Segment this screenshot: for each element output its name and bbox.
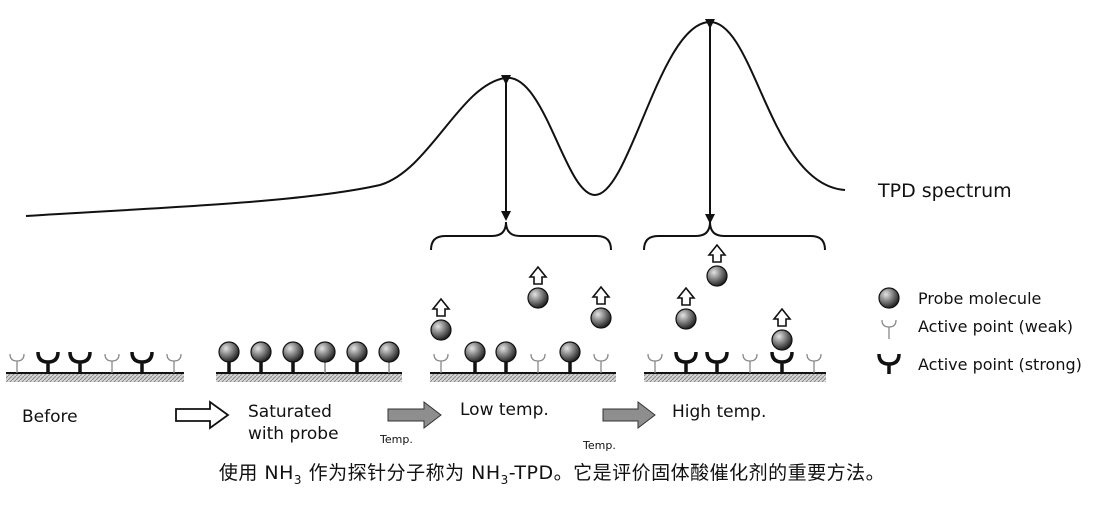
up-arrow-icon (433, 299, 449, 316)
weak-site-icon (105, 354, 119, 373)
legend-strong-label: Active point (strong) (918, 355, 1082, 374)
saturated-probes (219, 342, 399, 373)
probe-molecule-icon (219, 342, 239, 373)
caption-part-3: -TPD。它是评价固体酸催化剂的重要方法。 (509, 462, 885, 484)
up-arrow-icon (530, 267, 546, 284)
stage-before-label: Before (22, 407, 78, 427)
probe-molecule-icon (251, 342, 271, 373)
up-arrow-icon (678, 288, 694, 305)
process-arrow-temp-1 (388, 402, 441, 428)
strong-site-icon (38, 352, 58, 373)
stage-high-temp-label: High temp. (672, 402, 766, 422)
weak-site-icon (594, 354, 608, 373)
caption-part-2: 作为探针分子称为 NH (302, 462, 501, 484)
weak-site-icon (882, 320, 896, 339)
stage-low-temp-label: Low temp. (460, 400, 549, 420)
temp-label-1: Temp. (379, 433, 413, 446)
strong-site-icon (879, 354, 899, 374)
strong-site-icon (676, 352, 696, 373)
desorbed-probe-icon (528, 288, 548, 308)
low-temp-brace (431, 222, 611, 250)
desorbed-probe-icon (772, 330, 792, 350)
probe-molecule-icon (315, 342, 335, 373)
weak-site-icon (167, 354, 181, 373)
caption-subscript-2: 3 (501, 473, 509, 487)
process-arrow-outline (176, 402, 228, 428)
weak-site-icon (807, 354, 821, 373)
surface-low-temp (430, 373, 616, 382)
surface-saturated (216, 373, 402, 382)
strong-site-icon (772, 352, 792, 373)
desorbed-probe-icon (707, 266, 727, 286)
low-temp-sites (431, 267, 611, 373)
caption: 使用 NH3 作为探针分子称为 NH3-TPD。它是评价固体酸催化剂的重要方法。 (0, 458, 1104, 487)
up-arrow-icon (774, 309, 790, 326)
desorbed-probe-icon (676, 309, 696, 329)
surface-high-temp (644, 373, 826, 382)
weak-site-icon (648, 354, 662, 373)
before-active-points (10, 352, 181, 373)
caption-subscript-1: 3 (294, 473, 302, 487)
probe-molecule-icon (496, 342, 516, 373)
legend-probe-label: Probe molecule (918, 289, 1041, 308)
surface-before (6, 373, 184, 382)
up-arrow-icon (709, 245, 725, 262)
strong-site-icon (132, 352, 152, 373)
weak-site-icon (743, 354, 757, 373)
tpd-spectrum-label: TPD spectrum (877, 180, 1012, 202)
high-temp-sites (648, 245, 821, 373)
probe-molecule-icon (560, 342, 580, 373)
probe-molecule-icon (465, 342, 485, 373)
probe-molecule-icon (283, 342, 303, 373)
up-arrow-icon (593, 287, 609, 304)
legend-weak-label: Active point (weak) (918, 317, 1073, 336)
desorbed-probe-icon (431, 320, 451, 340)
tpd-diagram: TPD spectrum (0, 0, 1104, 455)
weak-site-icon (531, 354, 545, 373)
probe-molecule-icon (879, 288, 899, 308)
stage-saturated-label: Saturated (248, 402, 332, 422)
desorbed-probe-icon (591, 308, 611, 328)
caption-part-1: 使用 NH (219, 462, 294, 484)
weak-site-icon (434, 354, 448, 373)
probe-molecule-icon (347, 342, 367, 373)
probe-molecule-icon (379, 342, 399, 373)
stage-saturated-label-2: with probe (248, 424, 339, 444)
process-arrow-temp-2 (603, 402, 655, 428)
legend: Probe molecule Active point (weak) Activ… (879, 288, 1082, 374)
tpd-spectrum-curve (26, 22, 845, 216)
high-temp-brace (644, 222, 825, 250)
temp-label-2: Temp. (582, 439, 616, 452)
strong-site-icon (70, 352, 90, 373)
strong-site-icon (707, 352, 727, 373)
weak-site-icon (10, 354, 24, 373)
